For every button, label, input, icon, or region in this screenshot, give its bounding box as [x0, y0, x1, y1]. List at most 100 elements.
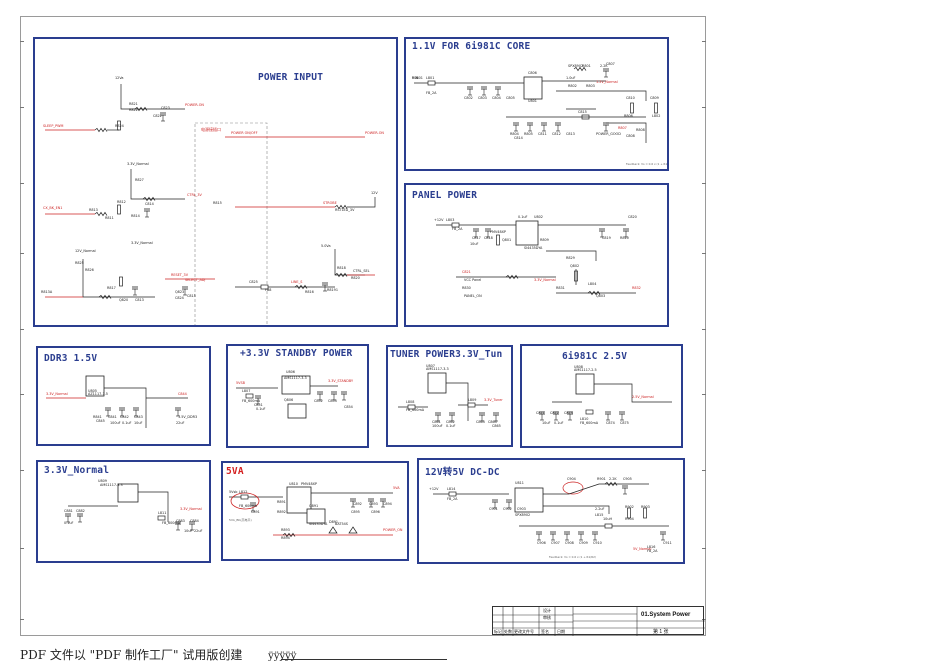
- net-label: 1.0uF: [566, 76, 576, 80]
- net-label: R810: [620, 236, 629, 240]
- border-tick: [20, 183, 24, 184]
- resistor-symbol: [142, 196, 156, 202]
- net-label: FB_600mA: [162, 521, 181, 525]
- tb-mark-label: 标记: [494, 629, 502, 634]
- net-label: C815: [578, 110, 587, 114]
- net-label: POWER_ON: [383, 528, 403, 532]
- net-label: U809: [98, 479, 107, 483]
- net-label: 2.2K: [600, 64, 608, 68]
- ic-body: [515, 220, 539, 246]
- net-label: L812: [239, 490, 247, 494]
- net-label: L804: [588, 282, 596, 286]
- net-label: 0.1uF: [256, 407, 266, 411]
- border-tick: [20, 548, 24, 549]
- tb-sign-label: 签名: [541, 629, 549, 634]
- net-label: 5.0Va: [321, 244, 331, 248]
- net-label: C814: [145, 202, 154, 206]
- wire: [606, 122, 647, 143]
- net-label: C824: [175, 296, 184, 300]
- resistor-symbol: [496, 234, 500, 246]
- wire: [543, 483, 649, 495]
- diode-symbol: [328, 526, 338, 534]
- net-label: 12V_Normal: [75, 249, 96, 253]
- net-label: +12V: [434, 218, 444, 222]
- net-label: AMS1117-3.3: [100, 483, 123, 487]
- resistor-symbol: [94, 211, 108, 217]
- tb-date-label: 日期: [557, 629, 565, 634]
- net-label: C845: [96, 419, 105, 423]
- net-label: 100uF: [110, 421, 121, 425]
- net-label: R818: [337, 266, 346, 270]
- net-label: L801: [426, 76, 434, 80]
- net-label: C904: [567, 477, 576, 481]
- wire: [446, 382, 469, 421]
- net-label: U801: [528, 99, 537, 103]
- net-label: FB8: [265, 288, 271, 292]
- block-title: 1.1V FOR 6i981C CORE: [412, 41, 531, 52]
- border-tick: [20, 470, 24, 471]
- resistor-symbol: [94, 127, 108, 133]
- net-label: FB_2A: [447, 497, 458, 501]
- inductor-symbol: [427, 80, 436, 86]
- net-label: C907: [551, 541, 560, 545]
- net-label: SPX8902: [515, 513, 530, 517]
- net-label: C883: [176, 519, 185, 523]
- net-label: R821: [129, 102, 138, 106]
- net-label: 电源接插口: [201, 126, 221, 132]
- net-label: 5VA_BK(高电平): [229, 517, 252, 522]
- ic-body: [575, 373, 595, 395]
- net-label: PMV48XP: [301, 482, 317, 486]
- net-label: 3.3V_STANDBY: [328, 379, 354, 383]
- net-label: FB_600mA: [242, 399, 261, 403]
- ic-body: [287, 403, 307, 419]
- net-label: R804: [510, 132, 519, 136]
- net-label: C817: [472, 236, 481, 240]
- net-label: R902: [625, 505, 634, 509]
- net-label: C825: [249, 280, 258, 284]
- net-label: SPX8902: [568, 64, 583, 68]
- inductor-symbol: [245, 393, 254, 399]
- net-label: 2.5V_Normal: [632, 395, 654, 399]
- net-label: C853: [328, 399, 337, 403]
- net-label: R822: [129, 108, 138, 112]
- resistor-symbol: [627, 507, 631, 519]
- net-label: R830: [462, 286, 471, 290]
- border-tick: [20, 253, 24, 254]
- net-label: C813: [135, 298, 144, 302]
- net-label: R829: [566, 256, 575, 260]
- net-label: R891: [277, 500, 286, 504]
- net-label: CTRL_SEL: [353, 269, 370, 273]
- net-label: R805: [524, 132, 533, 136]
- net-label: 3.3V_Normal: [127, 162, 149, 166]
- net-label: U806: [286, 370, 295, 374]
- net-label: C901: [489, 507, 498, 511]
- net-label: R806: [624, 114, 633, 118]
- net-label: 3.3V_Tuner: [484, 398, 503, 402]
- block-title: TUNER POWER3.3V_Tun: [390, 349, 503, 360]
- net-label: C852: [314, 399, 323, 403]
- net-label: Q801: [502, 238, 511, 242]
- footer-message: PDF 文件以 "PDF 制作工厂" 试用版创建: [20, 648, 243, 662]
- net-label: AZ1117-1.5: [88, 392, 108, 396]
- block-title: +3.3V STANDBY POWER: [240, 348, 353, 359]
- net-label: C895: [351, 510, 360, 514]
- net-label: AMS1117-3.3: [284, 376, 307, 380]
- net-label: R826: [85, 268, 94, 272]
- net-label: SELECT_ADJ: [185, 278, 205, 282]
- pdf-footer-text: PDF 文件以 "PDF 制作工厂" 试用版创建 ÿÿÿÿÿ: [20, 646, 296, 663]
- net-label: C854: [344, 405, 353, 409]
- net-label: C811: [538, 132, 547, 136]
- footer-link[interactable]: ÿÿÿÿÿ: [268, 651, 297, 662]
- net-label: R820: [351, 276, 360, 280]
- net-label: C841: [108, 415, 117, 419]
